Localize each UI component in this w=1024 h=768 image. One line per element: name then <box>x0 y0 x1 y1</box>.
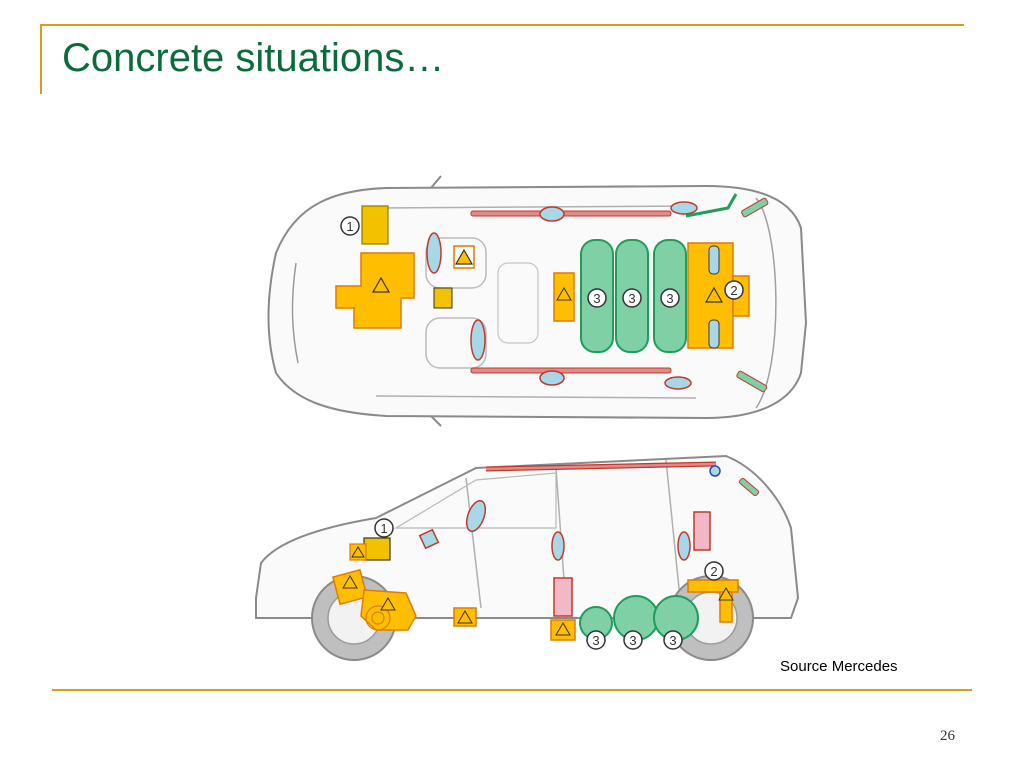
image-source-caption: Source Mercedes <box>780 658 898 675</box>
callout-3-top-a: 3 <box>593 291 600 306</box>
top-rule <box>40 24 964 26</box>
page-number: 26 <box>940 728 955 744</box>
callout-1-top: 1 <box>346 219 353 234</box>
vehicle-top-view: 1 3 3 3 2 <box>267 175 808 427</box>
footer-rule <box>52 689 972 691</box>
callout-3-side-b: 3 <box>629 633 636 648</box>
slide-title: Concrete situations… <box>62 36 445 80</box>
callout-3-side-c: 3 <box>669 633 676 648</box>
left-rule <box>40 24 42 94</box>
callout-3-side-a: 3 <box>592 633 599 648</box>
callout-1-side: 1 <box>380 521 387 536</box>
callout-2-top: 2 <box>730 283 737 298</box>
callout-3-top-b: 3 <box>628 291 635 306</box>
callout-2-side: 2 <box>710 564 717 579</box>
vehicle-side-view: 1 3 3 3 2 <box>255 454 800 661</box>
vehicle-rescue-sheet: 1 3 3 3 2 <box>236 168 816 688</box>
callout-3-top-c: 3 <box>666 291 673 306</box>
